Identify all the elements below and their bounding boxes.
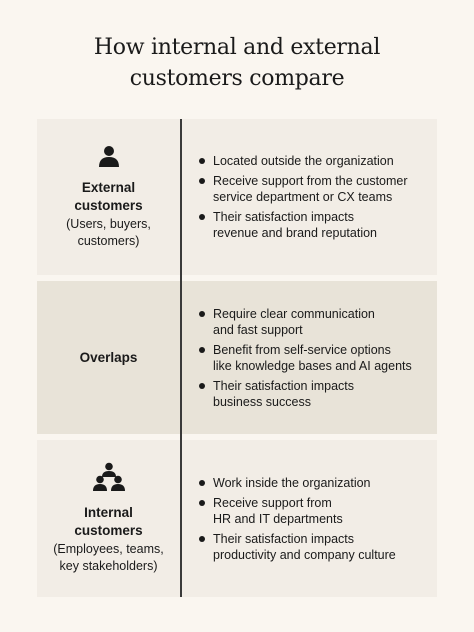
internal-customers-row: Internal customers (Employees, teams, ke… [37, 440, 437, 597]
external-subtitle: (Users, buyers, customers) [66, 216, 151, 248]
overlaps-label: Overlaps [37, 281, 180, 434]
list-item: Work inside the organization [199, 475, 429, 491]
external-list: Located outside the organization Receive… [199, 149, 429, 245]
list-item: Located outside the organization [199, 153, 429, 169]
overlaps-heading: Overlaps [79, 349, 138, 365]
title-line-1: How internal and external [93, 35, 381, 60]
internal-heading: Internal customers [74, 505, 143, 538]
internal-list: Work inside the organization Receive sup… [199, 471, 429, 567]
title-line-2: customers compare [129, 66, 345, 91]
internal-customers-label: Internal customers (Employees, teams, ke… [37, 440, 180, 597]
internal-subtitle: (Employees, teams, key stakeholders) [53, 542, 164, 573]
person-icon [98, 145, 119, 167]
column-divider [180, 119, 182, 597]
external-customers-label: External customers (Users, buyers, custo… [37, 119, 180, 275]
group-icon [92, 462, 125, 491]
page-title: How internal and external customers comp… [0, 32, 474, 94]
external-heading: External customers [74, 179, 143, 213]
external-customers-row: External customers (Users, buyers, custo… [37, 119, 437, 275]
